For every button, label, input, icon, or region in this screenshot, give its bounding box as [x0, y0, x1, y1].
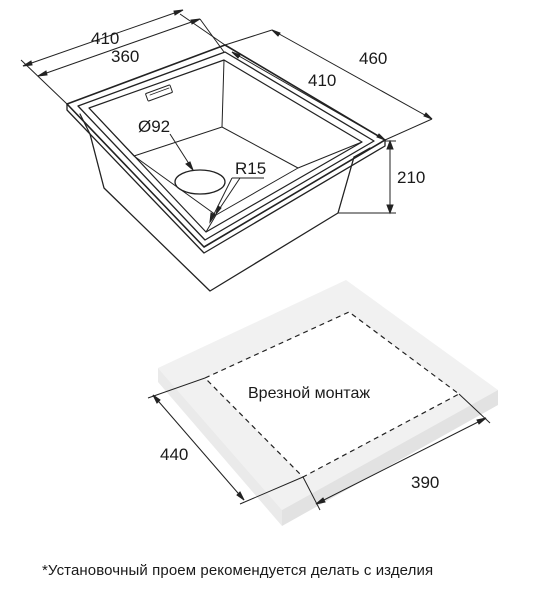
dim-440-line — [152, 394, 245, 501]
arrowhead — [173, 9, 184, 16]
dim-460-ext1 — [224, 29, 273, 46]
dim-label-390: 390 — [411, 473, 439, 492]
dim-410-top-ext1 — [20, 59, 68, 105]
brand-plate-line — [149, 87, 170, 96]
arrowhead — [386, 139, 394, 150]
cutout-slab — [158, 280, 498, 526]
sink-rim-outer — [66, 44, 386, 248]
dim-410-top-ext2 — [179, 13, 226, 46]
sink-seam-back — [221, 59, 225, 128]
arrowhead — [315, 497, 326, 505]
arrowhead — [386, 204, 394, 215]
dim-390-ext1 — [302, 476, 321, 511]
sink-seam-left — [88, 107, 135, 157]
dim-label-r15: R15 — [235, 159, 266, 178]
arrowhead — [152, 394, 161, 404]
dim-460-ext2 — [384, 118, 433, 141]
sink-body — [89, 133, 355, 292]
arrowhead — [37, 70, 48, 77]
brand-plate — [145, 84, 173, 102]
arrowhead — [236, 491, 245, 501]
cutout-label: Врезной монтаж — [248, 385, 370, 402]
dim-label-210: 210 — [397, 168, 425, 187]
cutout-hole — [205, 312, 459, 477]
drain-hole — [174, 169, 226, 195]
arrowhead — [271, 29, 281, 37]
sink-seam-right — [297, 141, 363, 169]
sink-rim-front — [66, 103, 386, 254]
dim-410-top-line — [22, 9, 184, 67]
sink-drawing — [66, 44, 386, 292]
arrowhead — [231, 51, 241, 59]
slab-side-left — [158, 368, 282, 526]
sink-body-left-edge — [79, 113, 91, 135]
arrowhead — [185, 161, 194, 171]
dim-label-440: 440 — [160, 445, 188, 464]
slab-side-right — [282, 390, 498, 526]
arrowhead — [376, 133, 386, 141]
dim-440-ext1 — [147, 377, 206, 399]
dim-label-410-top: 410 — [91, 29, 119, 48]
dim-label-460: 460 — [359, 49, 387, 68]
dim-440-ext2 — [239, 476, 304, 505]
arrowhead — [215, 205, 222, 215]
sink-floor — [133, 126, 299, 216]
dim-460-line — [271, 29, 433, 120]
dim-360-line — [37, 18, 201, 77]
dim-label-d92: Ø92 — [138, 117, 170, 136]
arrowhead — [190, 18, 201, 25]
sink-rim-inner — [77, 51, 375, 241]
dim-label-410-right: 410 — [308, 71, 336, 90]
arrowhead — [22, 60, 33, 67]
dim-390-line — [315, 417, 487, 505]
arrowhead — [476, 417, 487, 425]
arrowhead — [209, 212, 216, 224]
dim-410-right-line — [231, 51, 386, 141]
sink-seam-front — [205, 214, 217, 233]
footnote: *Установочный проем рекомендуется делать… — [42, 562, 434, 579]
arrowhead — [423, 112, 433, 120]
cutout-dimension-lines — [147, 377, 491, 511]
dim-360-ext — [199, 18, 225, 53]
dim-label-360: 360 — [111, 47, 139, 66]
sink-body-right-edge — [353, 147, 371, 158]
sink-dimension-lines — [20, 9, 433, 224]
